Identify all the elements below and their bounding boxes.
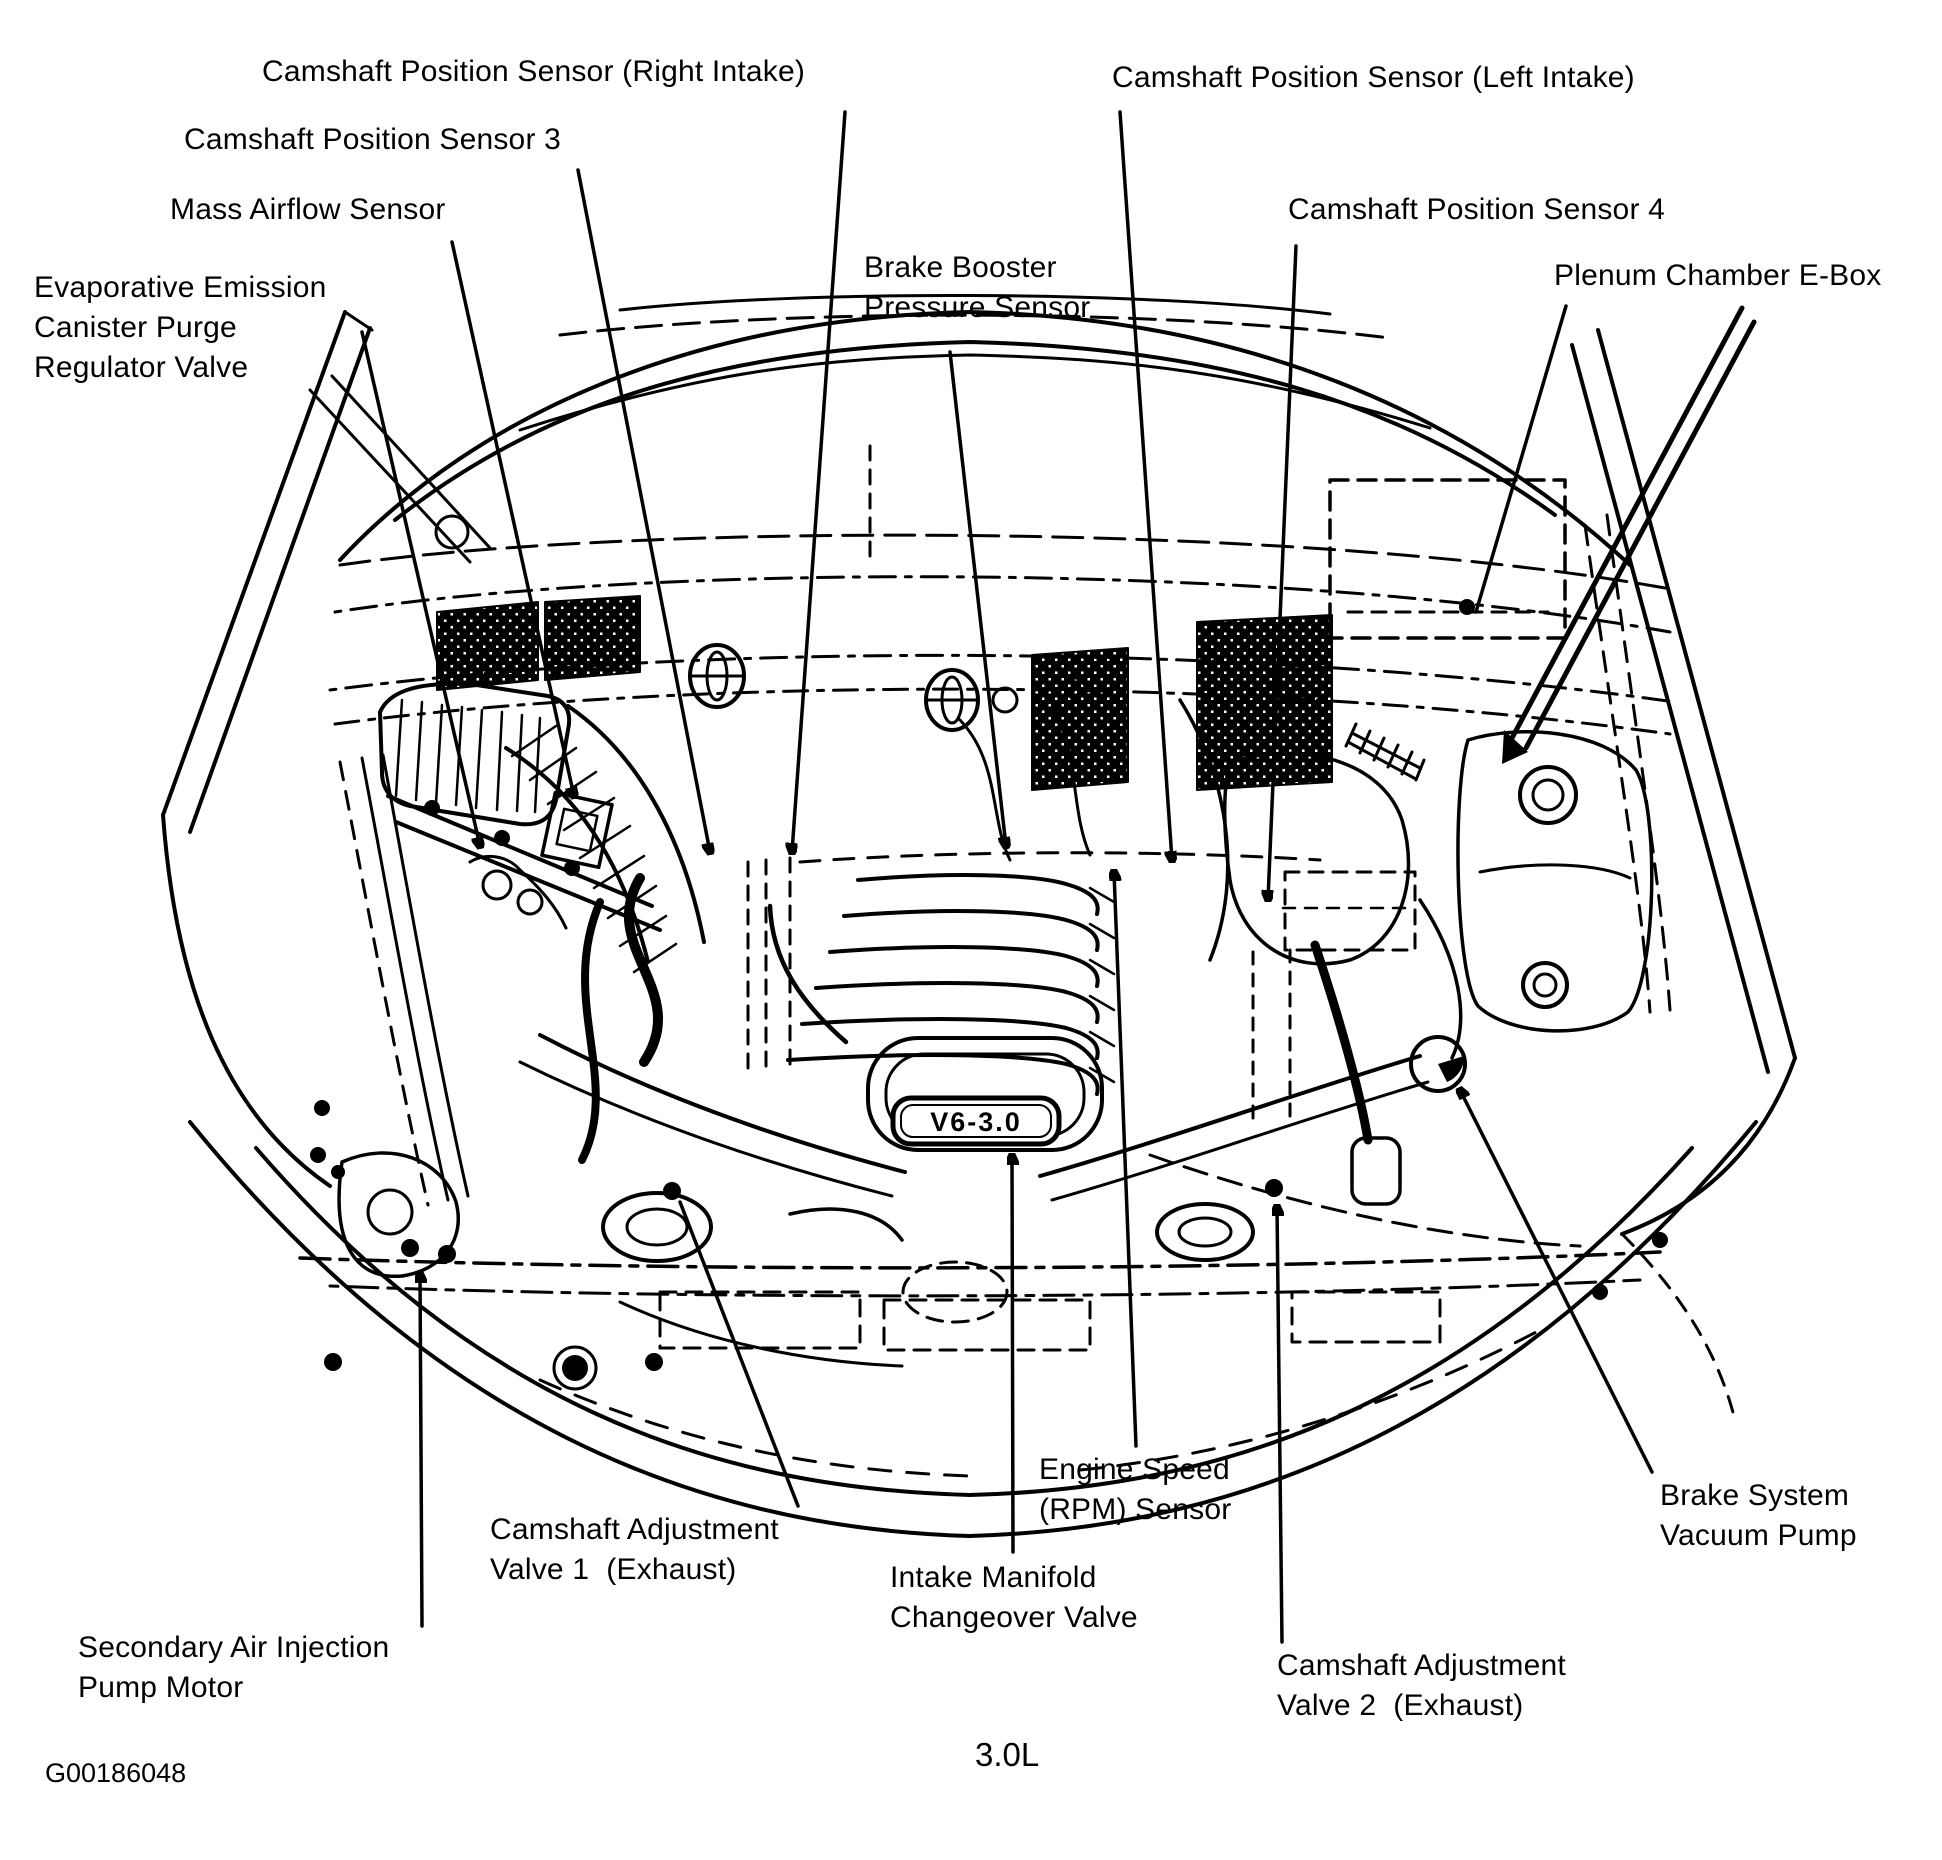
leader-cam-adjust-2 [1277,1207,1282,1644]
cowl-crosshatch-right-a [1031,647,1129,791]
leader-brake-vacuum-pump [1460,1090,1654,1474]
label-plenum-chamber-e-box: Plenum Chamber E-Box [1554,259,1882,292]
label-brake-booster-pressure-sensor: Brake Booster Pressure Sensor [864,251,1091,324]
label-camshaft-position-sensor-right-intake: Camshaft Position Sensor (Right Intake) [262,55,806,88]
engine-badge-plate: V6-3.0 [890,1095,1062,1147]
leader-brake-booster [948,350,1006,846]
hood-opening-outline [161,293,1797,1422]
label-brake-system-vacuum-pump: Brake System Vacuum Pump [1660,1479,1857,1552]
leader-secondary-air [420,1274,422,1628]
cowl-crosshatch-right-b [1196,614,1333,791]
label-intake-manifold-changeover-valve: Intake Manifold Changeover Valve [890,1561,1138,1634]
evap-purge-valve-body [468,854,568,930]
leader-maf [450,240,574,796]
right-bank-components [958,676,1467,1206]
air-cleaner-assembly [378,681,907,1198]
front-pulleys-and-bolts [324,1191,1668,1391]
label-engine-speed-rpm-sensor: Engine Speed (RPM) Sensor [1039,1453,1232,1526]
intake-manifold: V6-3.0 [767,873,1116,1152]
label-camshaft-position-sensor-4: Camshaft Position Sensor 4 [1288,193,1666,226]
leader-intake-changeover [1012,1156,1013,1554]
front-bumper-and-crossmember [188,1120,1758,1538]
cowl-fastener-emblem [924,668,980,732]
label-evap-canister-purge-regulator-valve: Evaporative Emission Canister Purge Regu… [34,271,327,384]
coolant-reservoir [1456,730,1654,1033]
label-secondary-air-injection-pump-motor: Secondary Air Injection Pump Motor [78,1631,390,1704]
cowl-panel [328,444,1677,864]
label-camshaft-adjustment-valve-1-exhaust: Camshaft Adjustment Valve 1 (Exhaust) [490,1513,779,1586]
label-mass-airflow-sensor: Mass Airflow Sensor [170,193,446,226]
cowl-fastener-emblem [688,643,746,709]
mass-airflow-sensor-body [540,790,614,870]
leader-lines [360,110,1654,1644]
leader-evap [360,330,480,846]
leader-plenum-e-box [1474,304,1568,614]
wiper-pivot [434,514,470,550]
component-marker-dots [663,599,1475,1200]
leader-cps-right-intake [792,110,847,852]
label-camshaft-adjustment-valve-2-exhaust: Camshaft Adjustment Valve 2 (Exhaust) [1277,1649,1566,1722]
figure-code: G00186048 [45,1758,187,1788]
label-camshaft-position-sensor-3: Camshaft Position Sensor 3 [184,123,562,156]
leader-cps-left-intake [1118,110,1172,860]
hood-prop-rod [1502,305,1757,764]
leader-cps-4 [1268,244,1298,899]
leader-cps-3 [576,168,710,852]
engine-badge-text: V6-3.0 [930,1107,1022,1137]
leader-engine-speed [1114,872,1138,1448]
plenum-chamber-e-box-panel [1328,478,1567,640]
brake-vacuum-pump-port [1409,1035,1467,1093]
label-camshaft-position-sensor-left-intake: Camshaft Position Sensor (Left Intake) [1112,61,1635,94]
leader-cam-adjust-1 [678,1200,800,1508]
cowl-crosshatch-left-b [544,595,641,681]
secondary-air-injection-pump [310,1100,460,1278]
engine-size-caption: 3.0L [975,1736,1040,1773]
e-box-dot [1459,599,1475,615]
cam-adjust-valve-1-dot [663,1182,681,1200]
cam-adjust-valve-2-dot [1265,1179,1283,1197]
